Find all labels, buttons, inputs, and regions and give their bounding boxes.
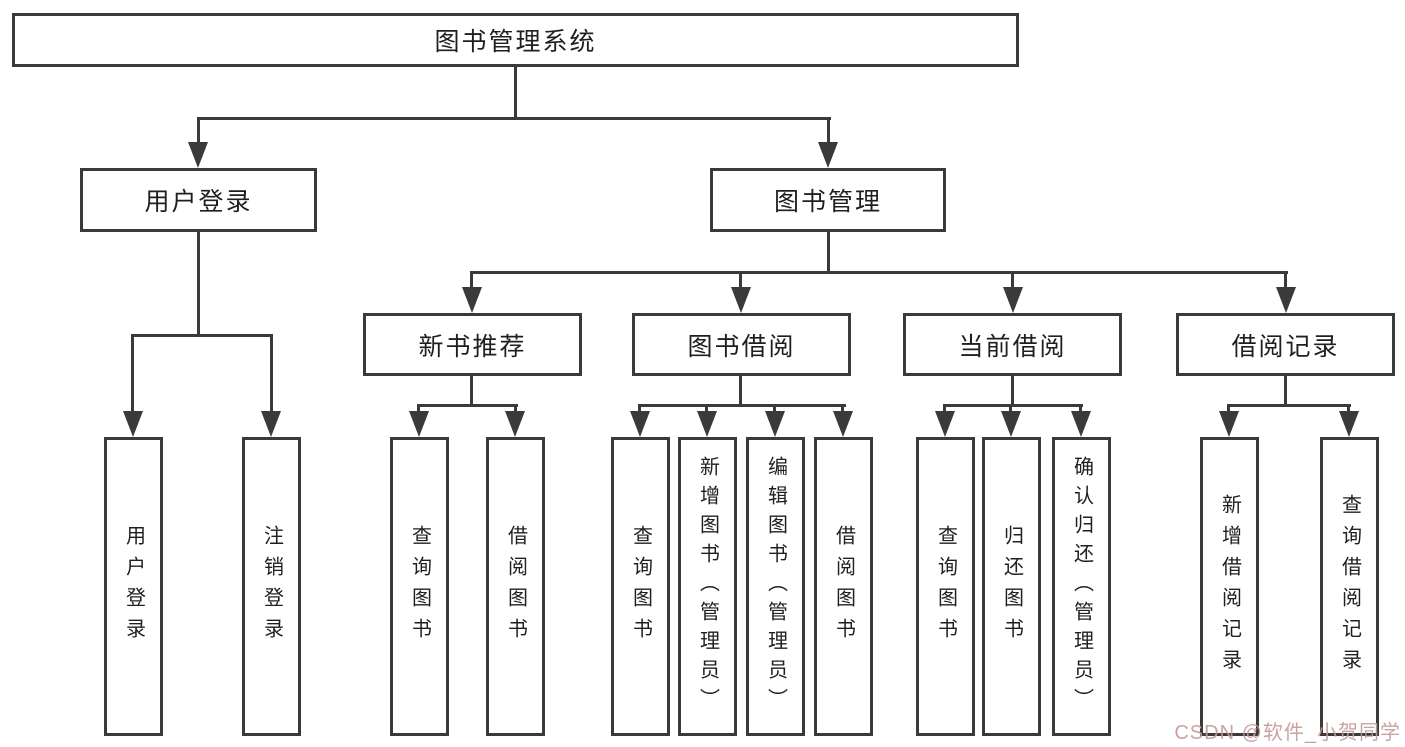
node-confirm-return-admin: 确认归还（管理员） [1052, 437, 1111, 736]
node-current-borrow-label: 当前借阅 [958, 332, 1067, 361]
connector-line [131, 334, 273, 337]
node-borrow-record-label: 借阅记录 [1231, 332, 1340, 361]
connector-line [1009, 404, 1012, 413]
connector-line [1227, 404, 1230, 413]
connector-line [470, 376, 473, 407]
node-query-borrow-record-label: 查询借阅记录 [1338, 493, 1361, 680]
connector-line [514, 67, 517, 120]
node-borrow-books-1-label: 借阅图书 [504, 524, 527, 649]
node-query-books-1-label: 查询图书 [408, 524, 431, 649]
node-return-books: 归还图书 [982, 437, 1041, 736]
node-add-books-admin: 新增图书（管理员） [678, 437, 737, 736]
node-add-borrow-record-label: 新增借阅记录 [1218, 493, 1241, 680]
node-user-login-leaf-label: 用户登录 [122, 524, 145, 649]
node-current-borrow: 当前借阅 [903, 313, 1122, 376]
node-query-books-1: 查询图书 [390, 437, 449, 736]
connector-line [514, 404, 517, 413]
node-query-books-2-label: 查询图书 [629, 524, 652, 649]
connector-line [1011, 376, 1014, 407]
node-borrow-books-1: 借阅图书 [486, 437, 545, 736]
node-add-books-admin-label: 新增图书（管理员） [696, 456, 719, 717]
connector-line [1011, 271, 1014, 291]
node-borrow-books-2-label: 借阅图书 [832, 524, 855, 649]
node-user-login: 用户登录 [80, 168, 317, 232]
connector-line [131, 334, 134, 413]
arrow-down-icon [188, 142, 208, 168]
node-new-book-recommend: 新书推荐 [363, 313, 582, 376]
node-confirm-return-admin-label: 确认归还（管理员） [1070, 456, 1093, 717]
node-edit-books-admin-label: 编辑图书（管理员） [764, 456, 787, 717]
arrow-down-icon [462, 287, 482, 313]
connector-line [470, 271, 473, 291]
node-root-label: 图书管理系统 [434, 28, 597, 56]
connector-line [827, 232, 830, 274]
connector-line [739, 376, 742, 407]
arrow-down-icon [1071, 411, 1091, 437]
node-query-borrow-record: 查询借阅记录 [1320, 437, 1379, 736]
connector-line [197, 232, 200, 337]
connector-line [1284, 376, 1287, 407]
node-logout-label: 注销登录 [260, 524, 283, 649]
arrow-down-icon [630, 411, 650, 437]
arrow-down-icon [505, 411, 525, 437]
node-add-borrow-record: 新增借阅记录 [1200, 437, 1259, 736]
arrow-down-icon [123, 411, 143, 437]
connector-line [470, 271, 1288, 274]
arrow-down-icon [833, 411, 853, 437]
connector-line [1284, 271, 1287, 291]
node-book-borrow-label: 图书借阅 [687, 332, 796, 361]
arrow-down-icon [1003, 287, 1023, 313]
arrow-down-icon [818, 142, 838, 168]
connector-line [943, 404, 1083, 407]
connector-line [1347, 404, 1350, 413]
arrow-down-icon [731, 287, 751, 313]
connector-line [1079, 404, 1082, 413]
node-borrow-books-2: 借阅图书 [814, 437, 873, 736]
connector-line [739, 271, 742, 291]
node-logout: 注销登录 [242, 437, 301, 736]
connector-line [773, 404, 776, 413]
connector-line [943, 404, 946, 413]
connector-line [197, 117, 831, 120]
arrow-down-icon [1001, 411, 1021, 437]
node-return-books-label: 归还图书 [1000, 524, 1023, 649]
node-query-books-2: 查询图书 [611, 437, 670, 736]
arrow-down-icon [1339, 411, 1359, 437]
connector-line [417, 404, 518, 407]
node-root: 图书管理系统 [12, 13, 1019, 67]
arrow-down-icon [409, 411, 429, 437]
arrow-down-icon [765, 411, 785, 437]
connector-line [1227, 404, 1351, 407]
arrow-down-icon [935, 411, 955, 437]
node-edit-books-admin: 编辑图书（管理员） [746, 437, 805, 736]
node-query-books-3: 查询图书 [916, 437, 975, 736]
connector-line [705, 404, 708, 413]
arrow-down-icon [1219, 411, 1239, 437]
node-new-book-recommend-label: 新书推荐 [418, 332, 527, 361]
node-book-management-label: 图书管理 [773, 188, 882, 216]
node-borrow-record: 借阅记录 [1176, 313, 1395, 376]
arrow-down-icon [261, 411, 281, 437]
node-user-login-leaf: 用户登录 [104, 437, 163, 736]
connector-line [827, 117, 830, 145]
connector-line [638, 404, 846, 407]
node-query-books-3-label: 查询图书 [934, 524, 957, 649]
connector-line [841, 404, 844, 413]
node-book-borrow: 图书借阅 [632, 313, 851, 376]
connector-line [638, 404, 641, 413]
arrow-down-icon [1276, 287, 1296, 313]
connector-line [270, 334, 273, 413]
csdn-watermark: CSDN @软件_小贺同学 [1174, 722, 1401, 744]
node-user-login-label: 用户登录 [144, 188, 253, 216]
arrow-down-icon [697, 411, 717, 437]
connector-line [417, 404, 420, 413]
node-book-management: 图书管理 [710, 168, 946, 232]
connector-line [197, 117, 200, 145]
